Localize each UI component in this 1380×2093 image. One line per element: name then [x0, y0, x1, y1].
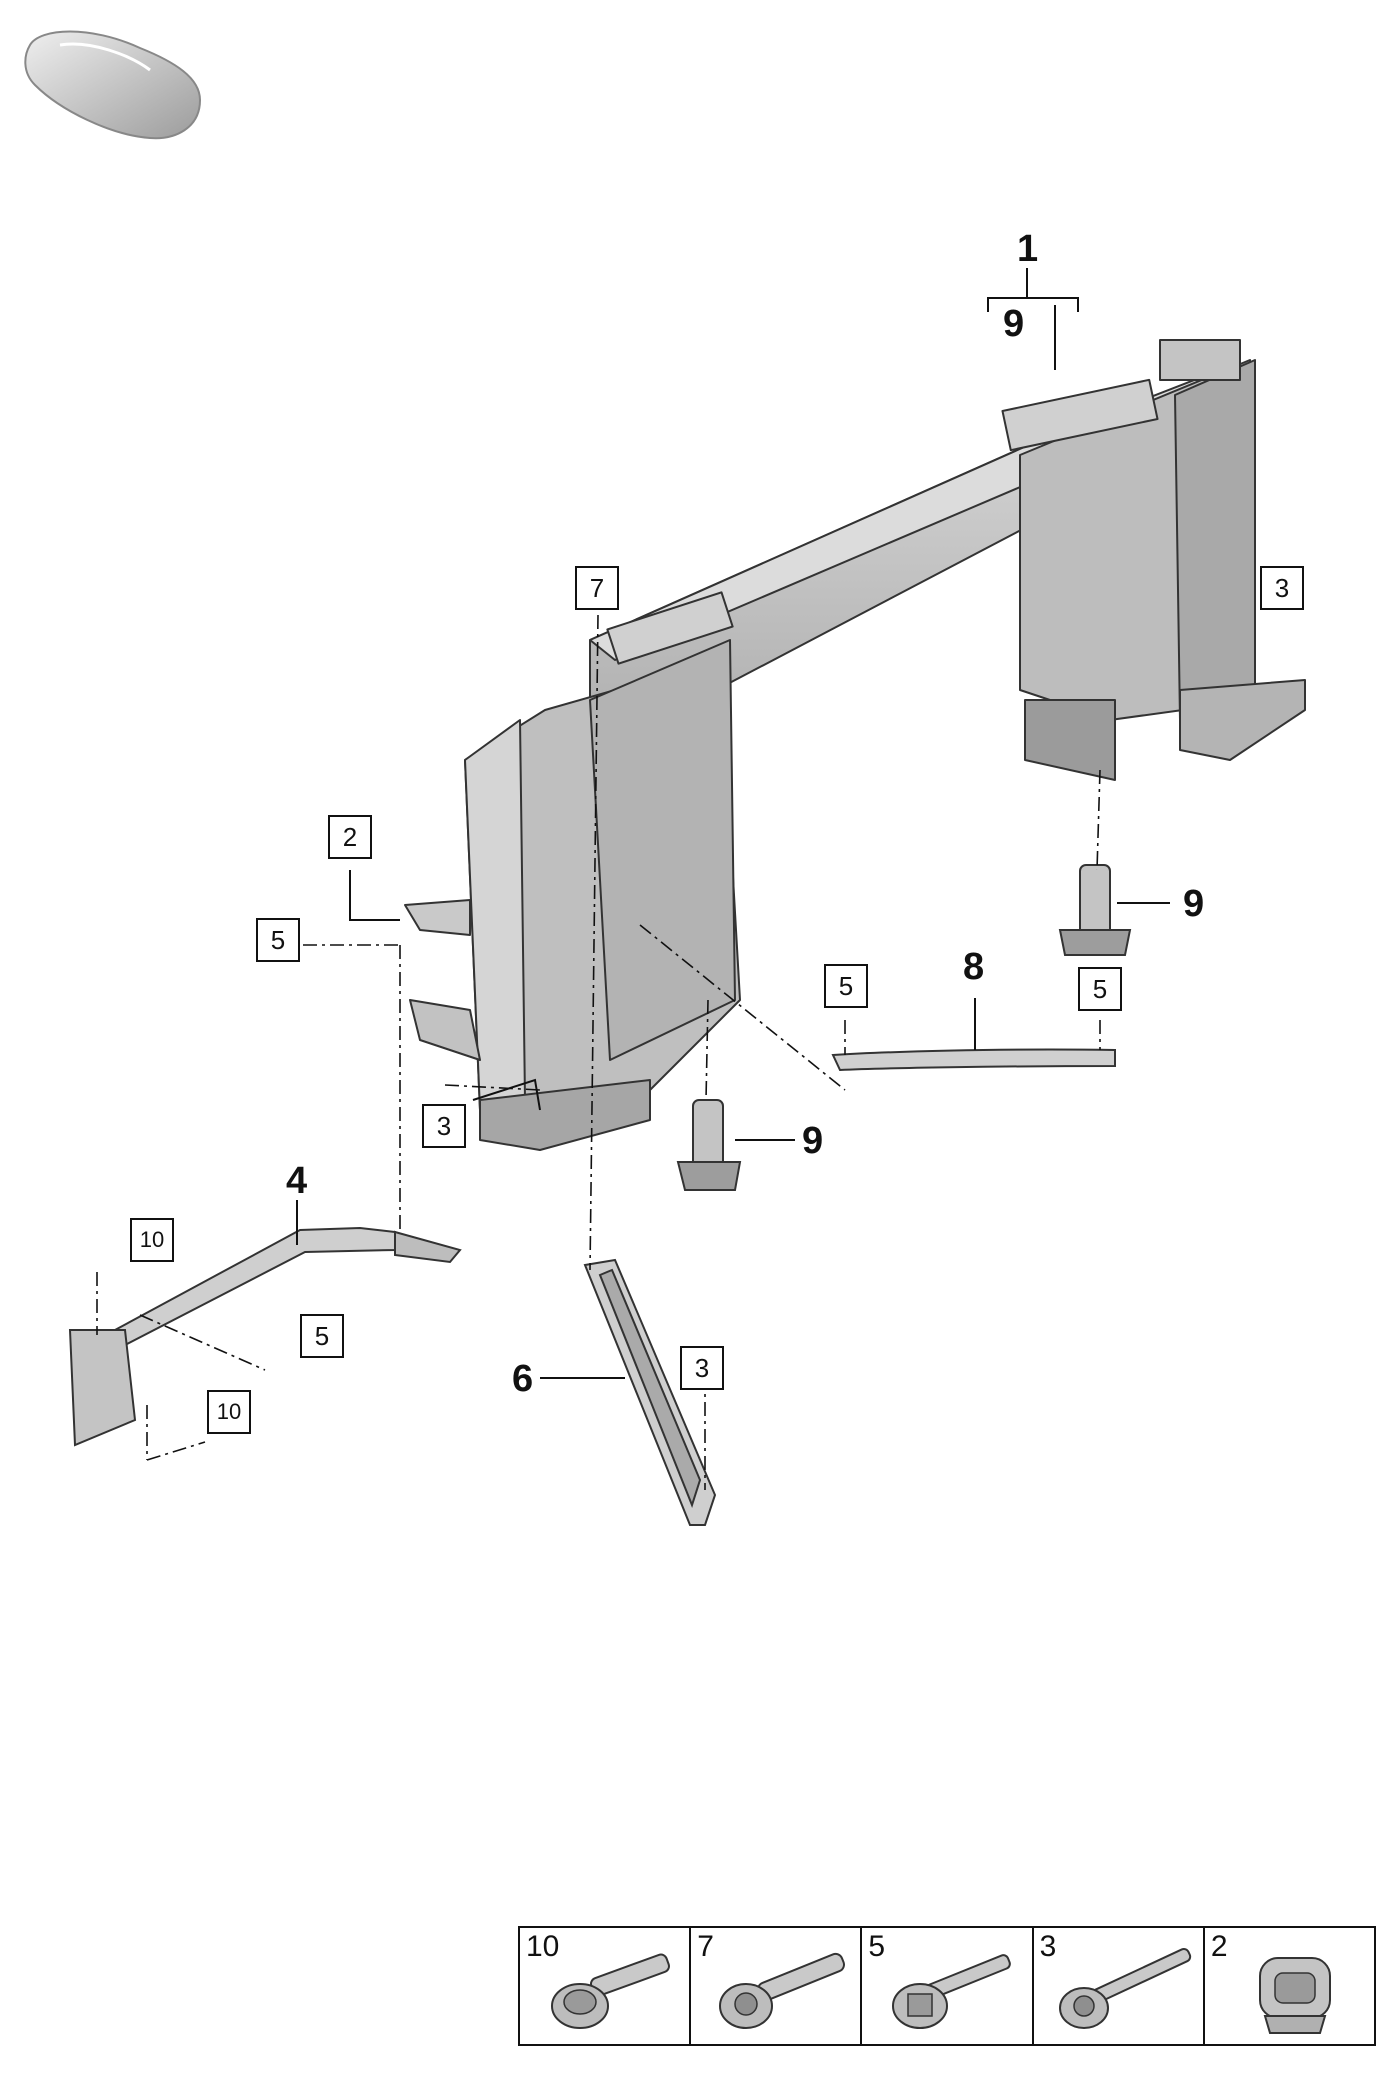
stud-bolt-icon	[892, 1954, 1012, 2029]
callout-box-3-right: 3	[1260, 566, 1304, 610]
callout-box-3-strut: 3	[680, 1346, 724, 1390]
callout-box-10-bottom: 10	[207, 1390, 251, 1434]
callout-9-assembly: 9	[1003, 303, 1025, 345]
leader-lines	[296, 268, 1170, 1379]
long-bolt-icon	[1058, 1947, 1191, 2029]
legend-cell-2: 2	[1205, 1928, 1374, 2044]
fastener-legend: 10 7 5 3 2	[518, 1926, 1376, 2046]
callout-box-10-top: 10	[130, 1218, 174, 1262]
legend-cell-10: 10	[520, 1928, 692, 2044]
flange-bolt-icon	[551, 1953, 670, 2029]
legend-cell-7: 7	[691, 1928, 863, 2044]
callout-box-5-mid: 5	[824, 964, 868, 1008]
callout-box-5-bracket: 5	[300, 1314, 344, 1358]
callout-box-7: 7	[575, 566, 619, 610]
vehicle-thumbnail-icon	[24, 30, 202, 140]
callout-box-3-left: 3	[422, 1104, 466, 1148]
callout-1: 1	[1017, 228, 1039, 270]
callout-4: 4	[286, 1160, 308, 1202]
diagonal-strut	[583, 1258, 717, 1526]
clip-nut-icon	[1258, 1957, 1331, 2034]
torx-bolt-icon	[719, 1952, 846, 2029]
legend-cell-3: 3	[1034, 1928, 1205, 2044]
tie-rod	[831, 1048, 1116, 1072]
mount-center	[676, 1099, 742, 1191]
legend-number-7: 7	[697, 1930, 714, 1963]
callout-8: 8	[963, 946, 985, 988]
callout-9-right: 9	[1183, 883, 1205, 925]
bracket-bar	[68, 1226, 462, 1447]
callout-box-5-right: 5	[1078, 967, 1122, 1011]
callout-6: 6	[512, 1358, 534, 1400]
callout-box-5-left: 5	[256, 918, 300, 962]
callout-9-center: 9	[802, 1120, 824, 1162]
connection-lines	[96, 614, 1101, 1490]
legend-number-10: 10	[526, 1930, 560, 1963]
legend-cell-5: 5	[862, 1928, 1034, 2044]
callout-box-2: 2	[328, 815, 372, 859]
mount-right	[1058, 864, 1132, 956]
legend-number-3: 3	[1039, 1930, 1057, 1963]
legend-number-5: 5	[868, 1930, 886, 1963]
legend-number-2: 2	[1210, 1930, 1228, 1963]
cross-member-assembly	[404, 339, 1306, 1151]
